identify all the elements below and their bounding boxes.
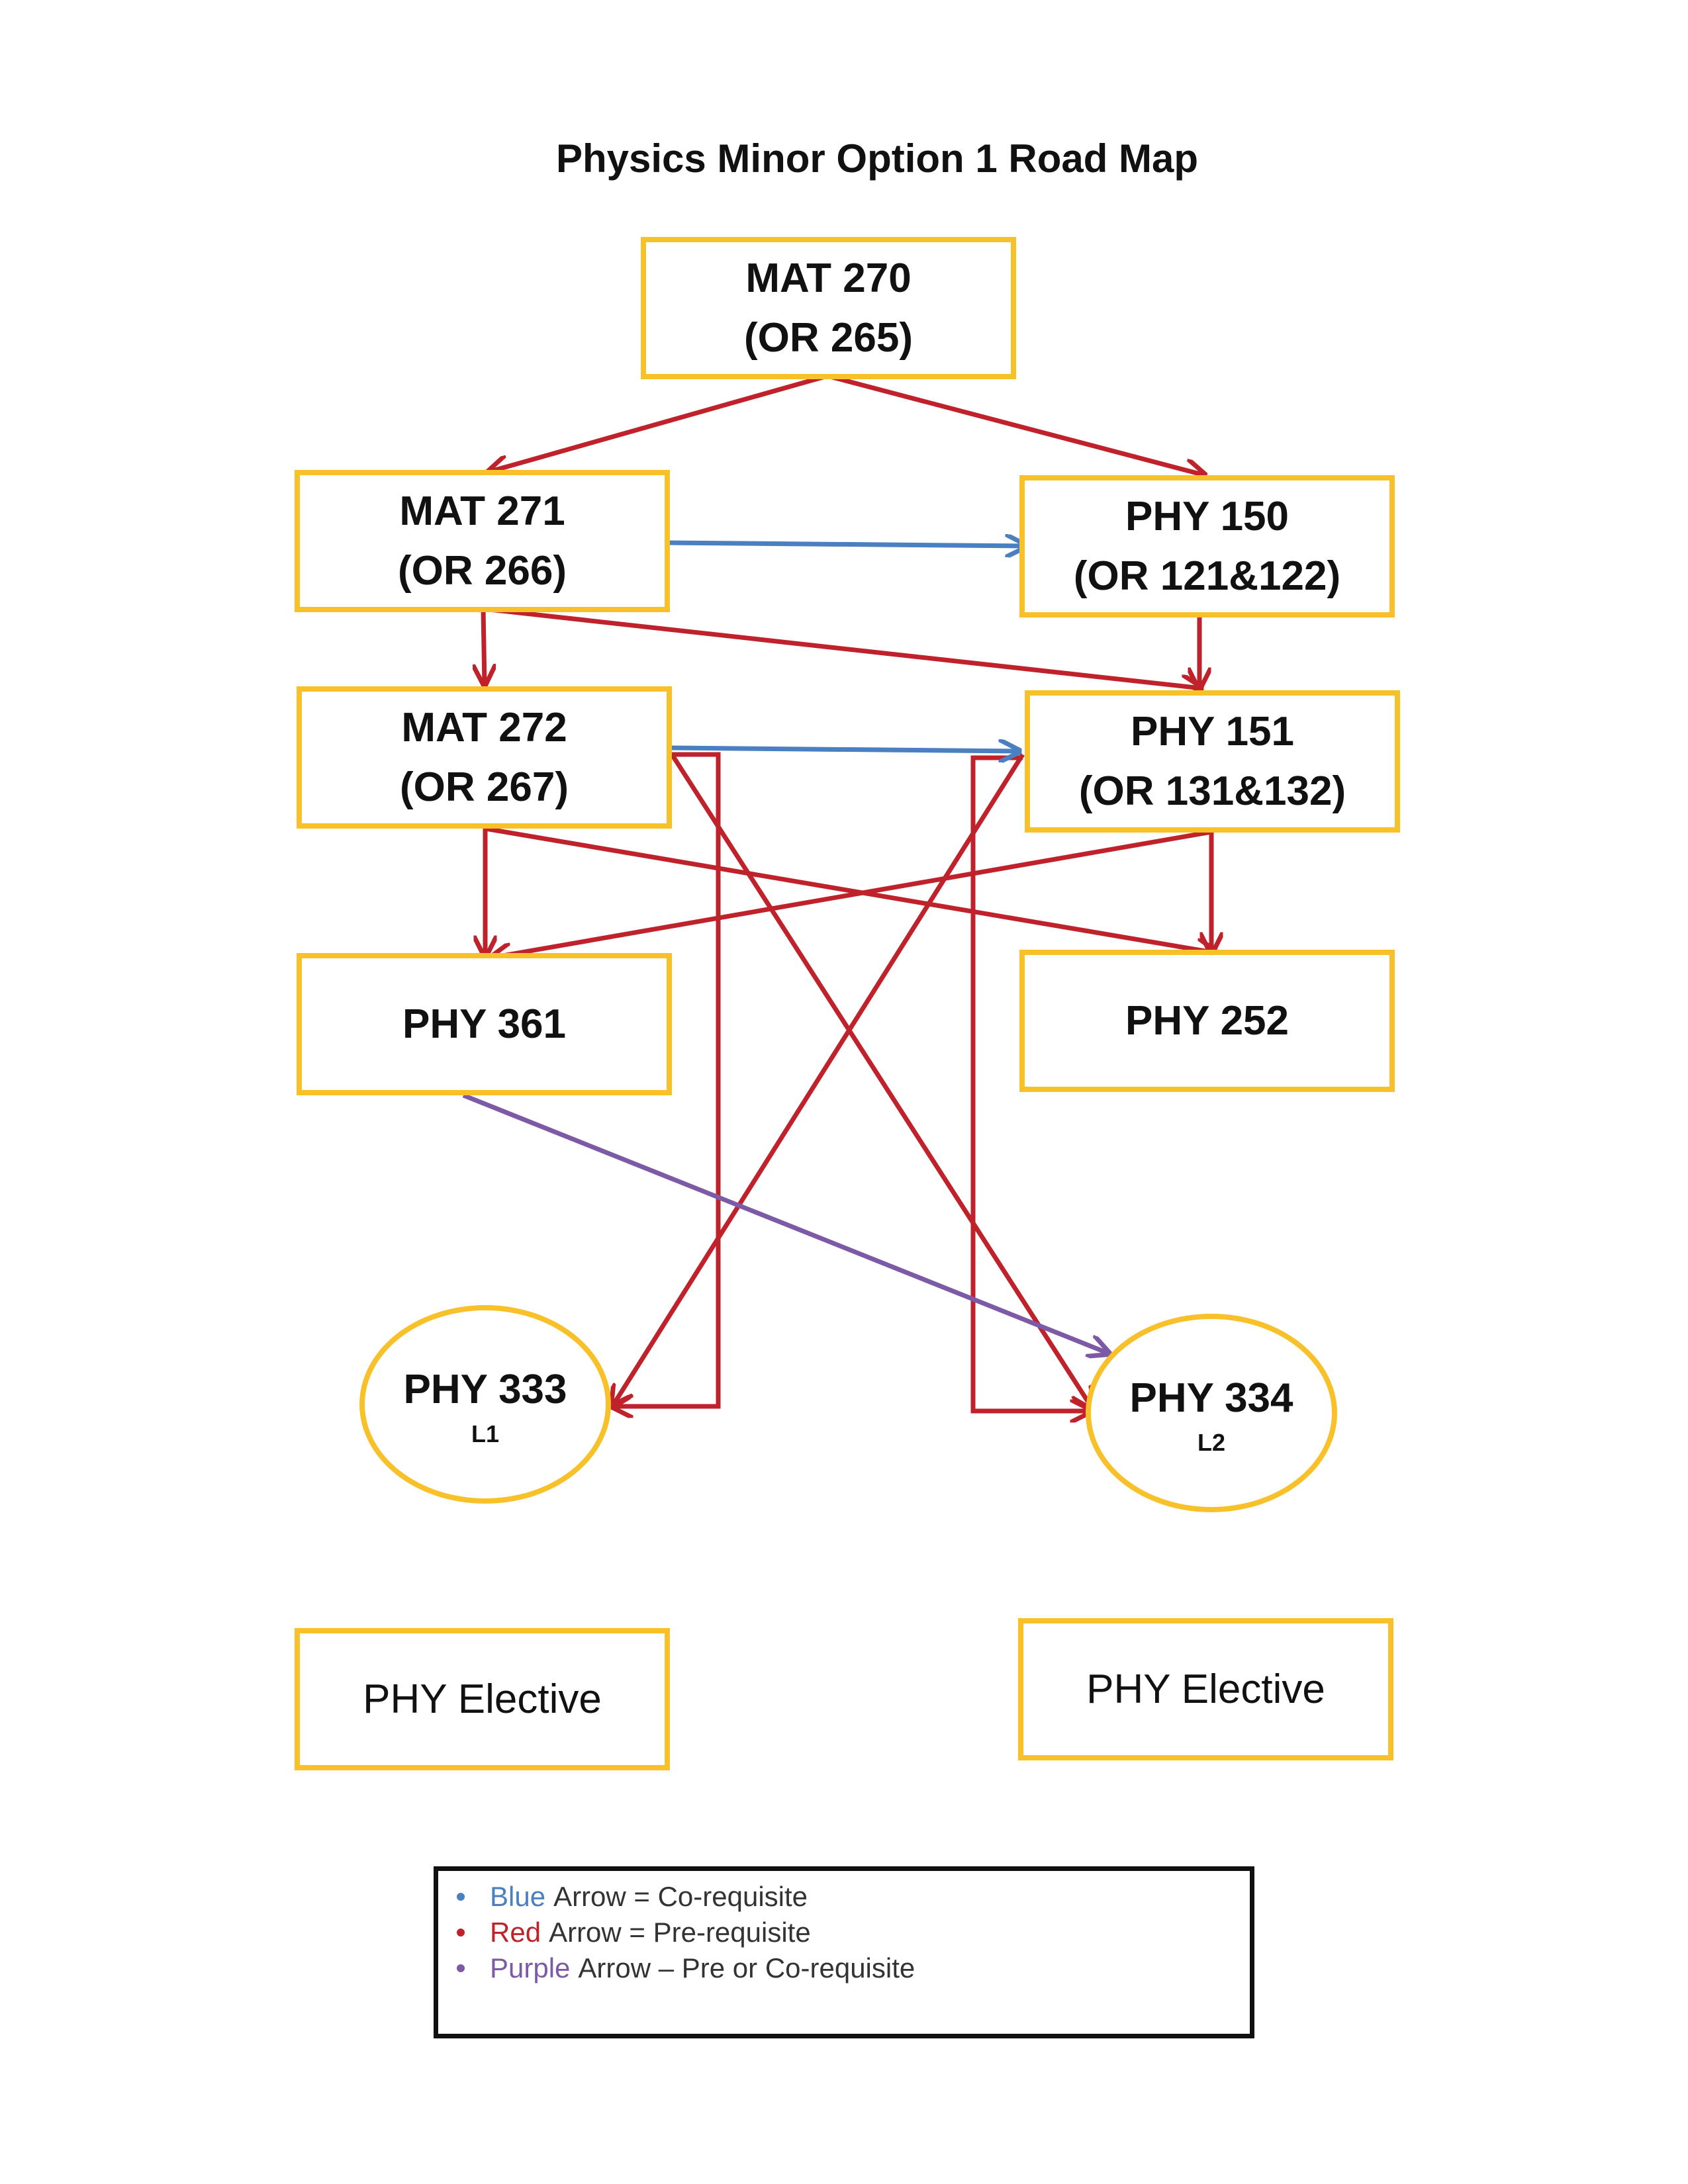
node-mat271: MAT 271 (OR 266) (295, 470, 670, 612)
edge-mat271-mat272 (483, 608, 485, 685)
edge-mat270-mat271 (489, 373, 828, 472)
node-phy334-code: PHY 334 (1129, 1375, 1293, 1422)
node-phy334: PHY 334 L2 (1086, 1314, 1337, 1512)
edge-mat272-phy252 (485, 826, 1217, 953)
legend-description: Arrow = Co-requisite (553, 1881, 808, 1912)
legend-item-purple: Purple Arrow – Pre or Co-requisite (457, 1950, 1250, 1986)
edge-phy151-phy361 (491, 829, 1212, 958)
node-phy150: PHY 150 (OR 121&122) (1019, 475, 1395, 617)
legend-description: Arrow = Pre-requisite (549, 1917, 811, 1948)
node-elective-right-label: PHY Elective (1086, 1666, 1325, 1712)
node-elective-left-label: PHY Elective (363, 1676, 602, 1722)
node-elective-left: PHY Elective (295, 1628, 670, 1770)
node-phy252-code: PHY 252 (1125, 997, 1289, 1044)
node-mat272-alt: (OR 267) (400, 764, 569, 810)
legend-bullet-icon (457, 1929, 465, 1936)
edge-phy151-phy333 (612, 753, 1025, 1406)
legend-color-word: Blue (490, 1881, 546, 1912)
edge-mat272-phy151 (671, 748, 1019, 751)
edge-mat272-phy333-elbow (612, 752, 721, 1406)
node-phy361: PHY 361 (297, 953, 672, 1095)
edge-mat272-phy334 (670, 753, 1092, 1408)
legend-item-red: Red Arrow = Pre-requisite (457, 1915, 1250, 1950)
node-mat271-code: MAT 271 (399, 488, 565, 534)
legend-bullet-icon (457, 1893, 465, 1901)
node-mat270: MAT 270 (OR 265) (641, 237, 1016, 379)
node-phy151-code: PHY 151 (1130, 708, 1295, 754)
node-mat270-alt: (OR 265) (744, 314, 913, 361)
edge-phy361-phy334 (462, 1093, 1109, 1353)
node-phy150-code: PHY 150 (1125, 493, 1289, 539)
node-mat270-code: MAT 270 (745, 255, 912, 301)
node-phy150-alt: (OR 121&122) (1073, 553, 1341, 599)
edge-mat270-phy150 (827, 373, 1205, 475)
node-phy334-level: L2 (1197, 1429, 1225, 1457)
legend-color-word: Red (490, 1917, 541, 1948)
page-title: Physics Minor Option 1 Road Map (555, 136, 1199, 181)
edge-mat271-phy151 (483, 606, 1201, 688)
node-phy333: PHY 333 L1 (359, 1305, 611, 1504)
node-phy361-code: PHY 361 (402, 1001, 567, 1047)
node-elective-right: PHY Elective (1018, 1618, 1393, 1760)
node-phy151: PHY 151 (OR 131&132) (1025, 690, 1400, 833)
legend-description: Arrow – Pre or Co-requisite (578, 1952, 915, 1983)
legend-color-word: Purple (490, 1952, 571, 1983)
node-phy151-alt: (OR 131&132) (1078, 768, 1346, 814)
node-mat272: MAT 272 (OR 267) (297, 686, 672, 829)
node-phy333-code: PHY 333 (403, 1367, 567, 1413)
node-phy333-level: L1 (471, 1420, 499, 1448)
legend-box: Blue Arrow = Co-requisite Red Arrow = Pr… (434, 1866, 1254, 2038)
edge-phy151-phy334-elbow (970, 755, 1091, 1411)
node-mat271-alt: (OR 266) (398, 547, 567, 594)
node-mat272-code: MAT 272 (401, 704, 567, 751)
legend-item-blue: Blue Arrow = Co-requisite (457, 1879, 1250, 1915)
node-phy252: PHY 252 (1019, 950, 1395, 1092)
legend-bullet-icon (457, 1964, 465, 1972)
edge-mat271-phy150 (665, 543, 1026, 546)
